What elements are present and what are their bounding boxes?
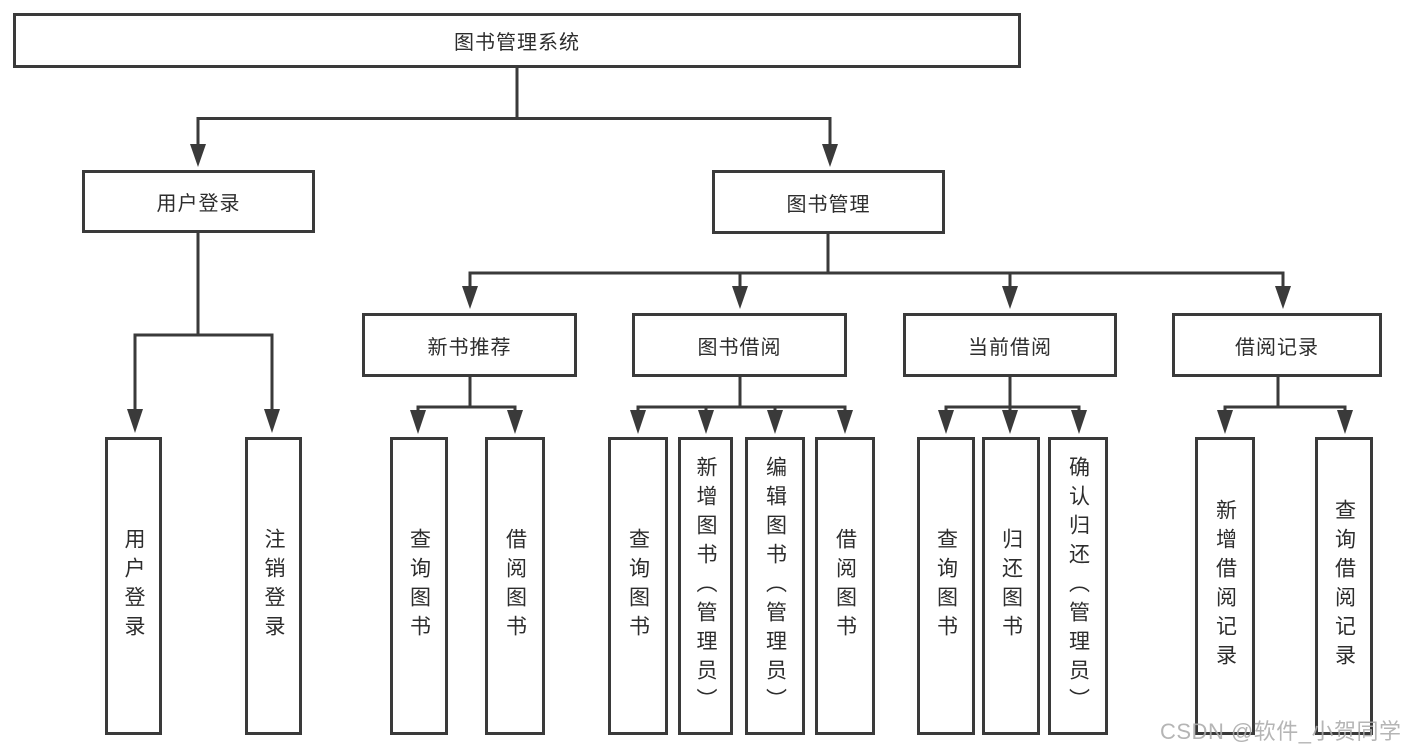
- leaf-add-borrow-record-label: 新增借阅记录: [1213, 499, 1237, 673]
- leaf-query-book-borrow-label: 查询图书: [626, 528, 650, 644]
- node-new-book-rec-label: 新书推荐: [427, 336, 512, 359]
- node-book-borrow-label: 图书借阅: [697, 336, 782, 359]
- node-book-mgmt-group: 图书管理: [712, 170, 945, 234]
- node-borrow-records: 借阅记录: [1172, 313, 1382, 377]
- leaf-query-book-borrow: 查询图书: [608, 437, 668, 735]
- node-book-mgmt-group-label: 图书管理: [786, 193, 871, 216]
- leaf-borrow-book-rec-label: 借阅图书: [503, 528, 527, 644]
- csdn-watermark: CSDN @软件_小贺同学: [1160, 719, 1402, 744]
- node-current-borrow: 当前借阅: [903, 313, 1117, 377]
- node-user-login-group-label: 用户登录: [156, 193, 241, 215]
- leaf-borrow-book-borrow-label: 借阅图书: [833, 528, 857, 644]
- leaf-add-borrow-record: 新增借阅记录: [1195, 437, 1255, 735]
- leaf-query-book-current: 查询图书: [917, 437, 975, 735]
- leaf-add-book-admin-label: 新增图书（管理员）: [694, 455, 717, 717]
- leaf-query-book-rec: 查询图书: [390, 437, 448, 735]
- leaf-borrow-book-borrow: 借阅图书: [815, 437, 875, 735]
- leaf-query-borrow-record: 查询借阅记录: [1315, 437, 1373, 735]
- node-root: 图书管理系统: [13, 13, 1021, 68]
- node-new-book-rec: 新书推荐: [362, 313, 577, 377]
- leaf-edit-book-admin: 编辑图书（管理员）: [745, 437, 805, 735]
- leaf-edit-book-admin-label: 编辑图书（管理员）: [763, 455, 787, 717]
- leaf-return-book-label: 归还图书: [999, 528, 1023, 644]
- leaf-borrow-book-rec: 借阅图书: [485, 437, 545, 735]
- leaf-user-login: 用户登录: [105, 437, 162, 735]
- leaf-confirm-return-admin-label: 确认归还（管理员）: [1066, 455, 1090, 717]
- leaf-query-book-current-label: 查询图书: [934, 528, 958, 644]
- leaf-add-book-admin: 新增图书（管理员）: [678, 437, 733, 735]
- leaf-return-book: 归还图书: [982, 437, 1040, 735]
- leaf-user-login-label: 用户登录: [122, 528, 145, 644]
- leaf-confirm-return-admin: 确认归还（管理员）: [1048, 437, 1108, 735]
- node-root-label: 图书管理系统: [454, 32, 580, 54]
- node-borrow-records-label: 借阅记录: [1235, 336, 1319, 359]
- leaf-query-book-rec-label: 查询图书: [407, 528, 431, 644]
- node-user-login-group: 用户登录: [82, 170, 315, 233]
- node-current-borrow-label: 当前借阅: [968, 336, 1052, 359]
- leaf-query-borrow-record-label: 查询借阅记录: [1332, 499, 1356, 673]
- leaf-logout: 注销登录: [245, 437, 302, 735]
- leaf-logout-label: 注销登录: [262, 528, 285, 644]
- node-book-borrow: 图书借阅: [632, 313, 847, 377]
